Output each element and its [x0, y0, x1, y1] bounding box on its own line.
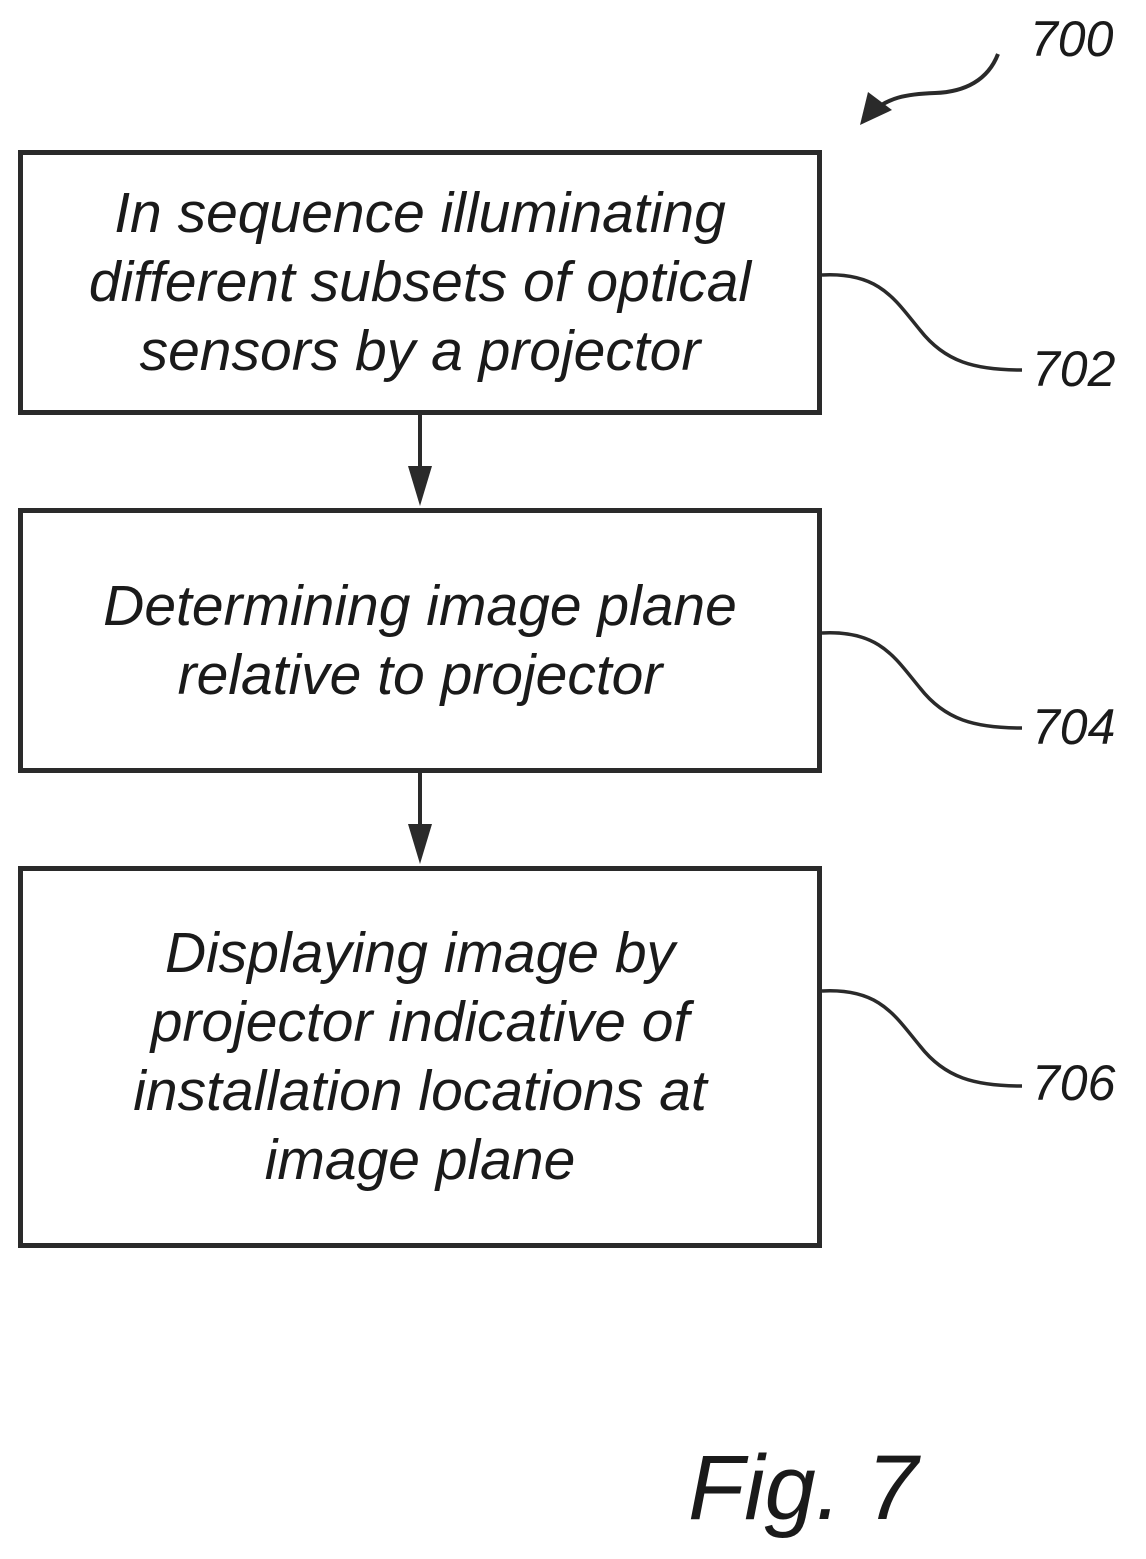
step-text-702: In sequence illuminating different subse…: [70, 179, 770, 386]
figure-reference-arrowhead: [860, 92, 892, 125]
step-box-706: Displaying image by projector indicative…: [18, 866, 822, 1248]
step-reference-numeral-704: 704: [1032, 702, 1115, 752]
step-box-702: In sequence illuminating different subse…: [18, 150, 822, 415]
step-box-704: Determining image plane relative to proj…: [18, 508, 822, 773]
flow-arrow-702-704-head: [408, 466, 432, 506]
leader-line-702: [822, 275, 1022, 370]
step-reference-numeral-702: 702: [1032, 344, 1115, 394]
step-text-704: Determining image plane relative to proj…: [80, 572, 760, 710]
step-reference-numeral-706: 706: [1032, 1058, 1115, 1108]
leader-line-704: [822, 633, 1022, 728]
figure-reference-numeral: 700: [1030, 14, 1113, 64]
step-text-706: Displaying image by projector indicative…: [100, 919, 740, 1195]
figure-reference-arrow: [872, 54, 998, 112]
flow-arrow-704-706-head: [408, 824, 432, 864]
leader-line-706: [822, 991, 1022, 1086]
figure-label: Fig. 7: [688, 1438, 918, 1538]
